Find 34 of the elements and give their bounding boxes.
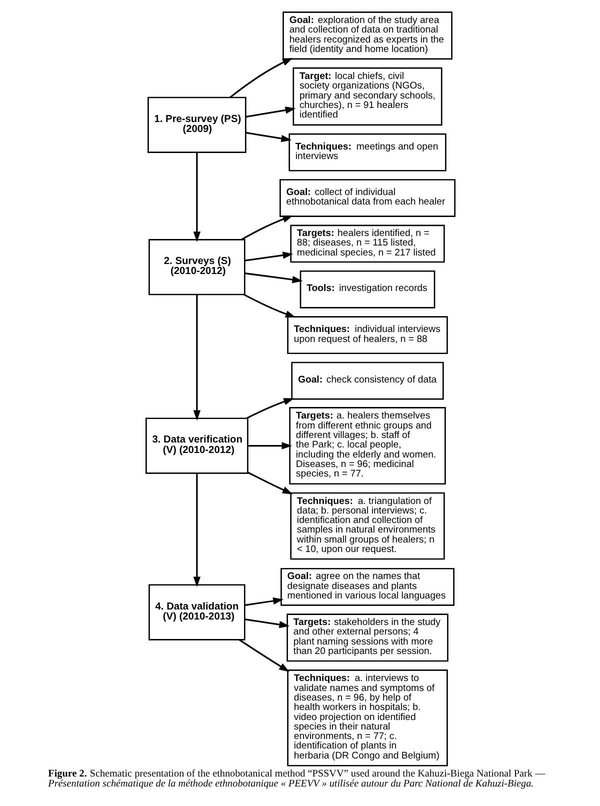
node-box: Targets: a. healers themselves from different ethnic groups and different villages; b. staff of the Park; c. local people, including the elderly and women. Diseases, n = 96; medicinal species, n = 77.	[288, 407, 446, 485]
node-box: Techniques: meetings and open interviews	[288, 133, 446, 172]
arrow	[244, 597, 283, 606]
arrow	[244, 252, 293, 262]
arrow	[244, 618, 290, 628]
node-box: Tools: investigation records	[299, 270, 435, 308]
arrow	[192, 152, 200, 242]
node-box: 4. Data validation (V) (2010-2013)	[148, 584, 245, 640]
arrow	[238, 639, 289, 672]
arrow	[192, 294, 200, 421]
node-box: 3. Data verification (V) (2010-2012)	[145, 418, 248, 474]
caption: Figure 2. Schematic presentation of the ethnobotanical method “PSSVV” used around the Kahuzi-Biega National Park — Présentation schématique de la méthode ethnobotanique « PEEVV » utilisée autour du Parc National de Kahuzi-Biega.	[48, 768, 545, 790]
arrow	[243, 294, 296, 318]
arrow	[245, 132, 292, 142]
node-box: Targets: healers identified, n = 88; diseases, n = 115 listed, medicinal species, n = 217 listed	[290, 224, 444, 263]
node-box: Goal: collect of individual ethnobotanical data from each healer	[279, 179, 455, 217]
node-box: Target: local chiefs, civil society organizations (NGOs, primary and secondary schools, churches), n = 91 healers identified	[292, 67, 442, 126]
arrow	[228, 58, 292, 98]
arrow	[247, 472, 292, 494]
arrow	[244, 272, 302, 284]
arrow	[246, 398, 294, 419]
arrow	[192, 473, 200, 588]
node-box: Goal: exploration of the study area and collection of data on traditional healers recognized as experts in the field (identity and home location)	[282, 12, 452, 60]
node-box: 1. Pre-survey (PS) (2009)	[147, 96, 246, 153]
node-box: Targets: stakeholders in the study and other external persons; 4 plant naming sessions with more than 20 participants per session.	[286, 614, 448, 662]
node-box: 2. Surveys (S) (2010-2012)	[148, 239, 245, 296]
node-box: Techniques: a. interviews to validate names and symptoms of diseases, n = 96, by help of health workers in hospitals; b. video projection on identified species in their natural environments, n = 77; c. identification of plants in herbaria (DR Congo and Belgium)	[286, 670, 448, 766]
arrow	[245, 106, 296, 118]
arrow	[248, 442, 292, 450]
arrow	[240, 216, 293, 240]
node-box: Goal: check consistency of data	[290, 362, 444, 400]
node-box: Goal: agree on the names that designate diseases and plants mentioned in various local languages	[280, 568, 454, 606]
node-box: Techniques: a. triangulation of data; b. personal interviews; c. identification and collection of samples in natural environments within small groups of healers; n < 10, upon our request.	[290, 492, 444, 560]
node-box: Techniques: individual interviews upon request of healers, n = 88	[286, 316, 448, 354]
